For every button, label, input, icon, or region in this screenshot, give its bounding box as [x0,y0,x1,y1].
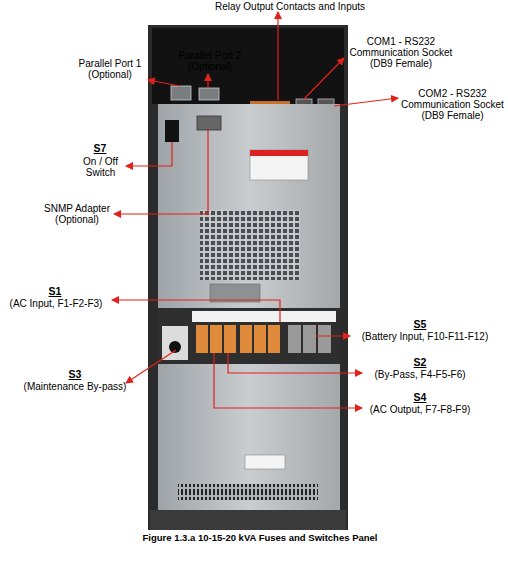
breaker [240,325,252,353]
fuse-holder [303,325,316,353]
warning-stripe [250,150,308,156]
cabinet-frame [148,25,348,530]
switch-number: S1 [40,286,70,297]
label-strip [192,311,336,322]
top-panel [152,28,344,104]
leader-line [304,58,344,99]
metal-panel [158,104,340,510]
breaker [210,325,222,353]
breaker [196,325,208,353]
callout-label: COM2 - RS232 Communication Socket (DB9 F… [397,88,508,121]
leader-line [334,98,398,106]
leader-line [126,350,176,383]
leader-line [228,353,362,373]
switch-number: S7 [85,143,115,154]
breaker [254,325,266,353]
breaker [224,325,236,353]
switch-number: S2 [405,357,435,368]
callout-label: (Maintenance By-pass) [12,381,138,392]
leader-lines [112,12,398,408]
fuse-holder [318,325,331,353]
leader-line [112,300,280,322]
power-switch [165,120,179,142]
callout-label: (AC Output, F7-F8-F9) [360,404,480,415]
leader-line [214,353,362,408]
warning-sticker [245,455,285,469]
switch-panel [158,308,340,364]
leader-line [148,80,180,86]
figure-caption: Figure 1.3.a 10-15-20 kVA Fuses and Swit… [0,532,508,543]
callout-label: Parallel Port 2 (Optional) [170,50,250,72]
parallel-port [171,86,191,100]
bypass-switch-plate [162,326,188,360]
leader-line [126,142,172,166]
bottom-vents [178,484,318,500]
cover-plate [210,284,260,302]
switch-number: S5 [405,319,435,330]
parallel-port [199,88,219,100]
switch-number: S4 [405,392,435,403]
leader-line [114,130,208,214]
warning-sticker [250,150,308,180]
cabinet-base [150,510,346,530]
callout-label: Relay Output Contacts and Inputs [180,1,400,12]
callout-label: (AC Input, F1-F2-F3) [0,298,112,309]
ventilation-grille [200,210,300,280]
callout-label: SNMP Adapter (Optional) [40,203,114,225]
leader-line [316,335,350,336]
callout-label: COM1 - RS232 Communication Socket (DB9 F… [345,36,457,69]
callout-label: (Battery Input, F10-F11-F12) [350,331,500,342]
callout-label: Parallel Port 1 (Optional) [70,58,150,80]
switch-number: S3 [60,369,90,380]
leader-line [207,74,208,88]
fuse-holder [288,325,301,353]
snmp-slot [197,116,221,130]
callout-label: (By-Pass, F4-F5-F6) [360,369,480,380]
leader-line [277,12,278,100]
breaker [268,325,280,353]
callout-label: On / Off Switch [78,156,123,178]
